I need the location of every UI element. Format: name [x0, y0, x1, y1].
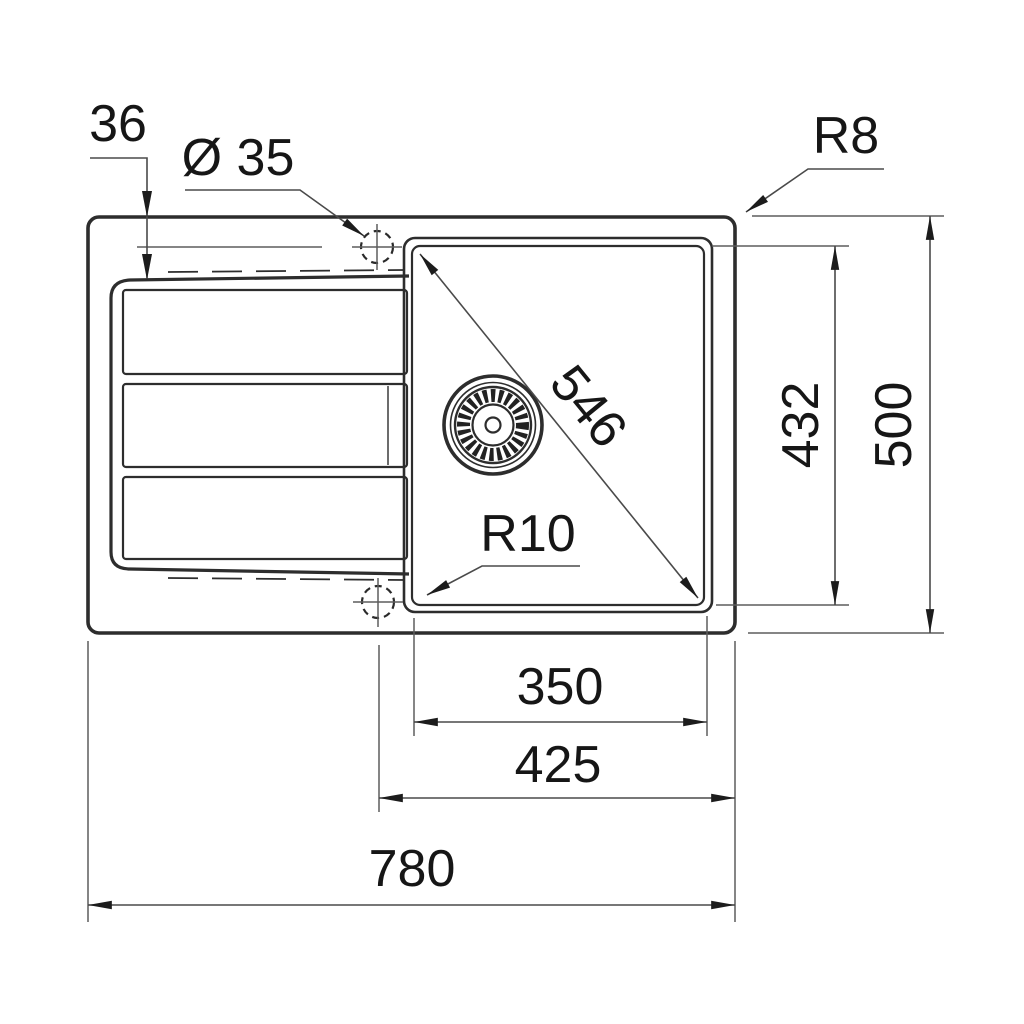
drainboard-outline	[109, 274, 410, 576]
tap-hole-bottom	[353, 578, 403, 627]
sink-outline	[86, 215, 737, 635]
dim-overall-width-780: 780	[87, 641, 735, 922]
dim-edge-offset-36: 36	[89, 95, 152, 280]
tap-hole-top	[352, 224, 402, 270]
dim-label-r10: R10	[480, 505, 575, 563]
dim-label-546: 546	[538, 355, 638, 459]
drain-strainer	[442, 374, 544, 476]
drainboard-groove-2	[121, 382, 409, 469]
drainboard	[109, 269, 410, 581]
dim-label-780: 780	[369, 840, 456, 898]
dim-label-36: 36	[89, 95, 147, 153]
dim-outer-corner-radius: R8	[745, 107, 884, 213]
dim-bowl-depth-432: 432	[712, 245, 849, 606]
bowl-outer-rim	[402, 236, 714, 614]
dim-bowl-width-350: 350	[413, 616, 708, 736]
dim-label-432: 432	[772, 382, 830, 469]
dim-label-r8: R8	[813, 107, 879, 165]
drainboard-bottom-edge-line	[167, 577, 406, 581]
dim-label-350: 350	[517, 658, 604, 716]
dim-overall-depth-500: 500	[748, 215, 944, 634]
dim-offset-width-425: 425	[378, 641, 736, 922]
dim-bowl-corner-radius: R10	[426, 505, 580, 596]
bowl-inner-edge	[410, 244, 706, 607]
dim-label-425: 425	[515, 736, 602, 794]
drainboard-groove-1	[121, 288, 409, 376]
drainboard-groove-3	[121, 475, 409, 561]
dim-label-tap-diameter: Ø 35	[182, 129, 295, 187]
dim-label-500: 500	[865, 382, 923, 469]
bowl	[402, 236, 714, 614]
drainboard-top-edge-line	[167, 269, 406, 273]
dim-tap-hole-diameter: Ø 35	[182, 129, 365, 237]
